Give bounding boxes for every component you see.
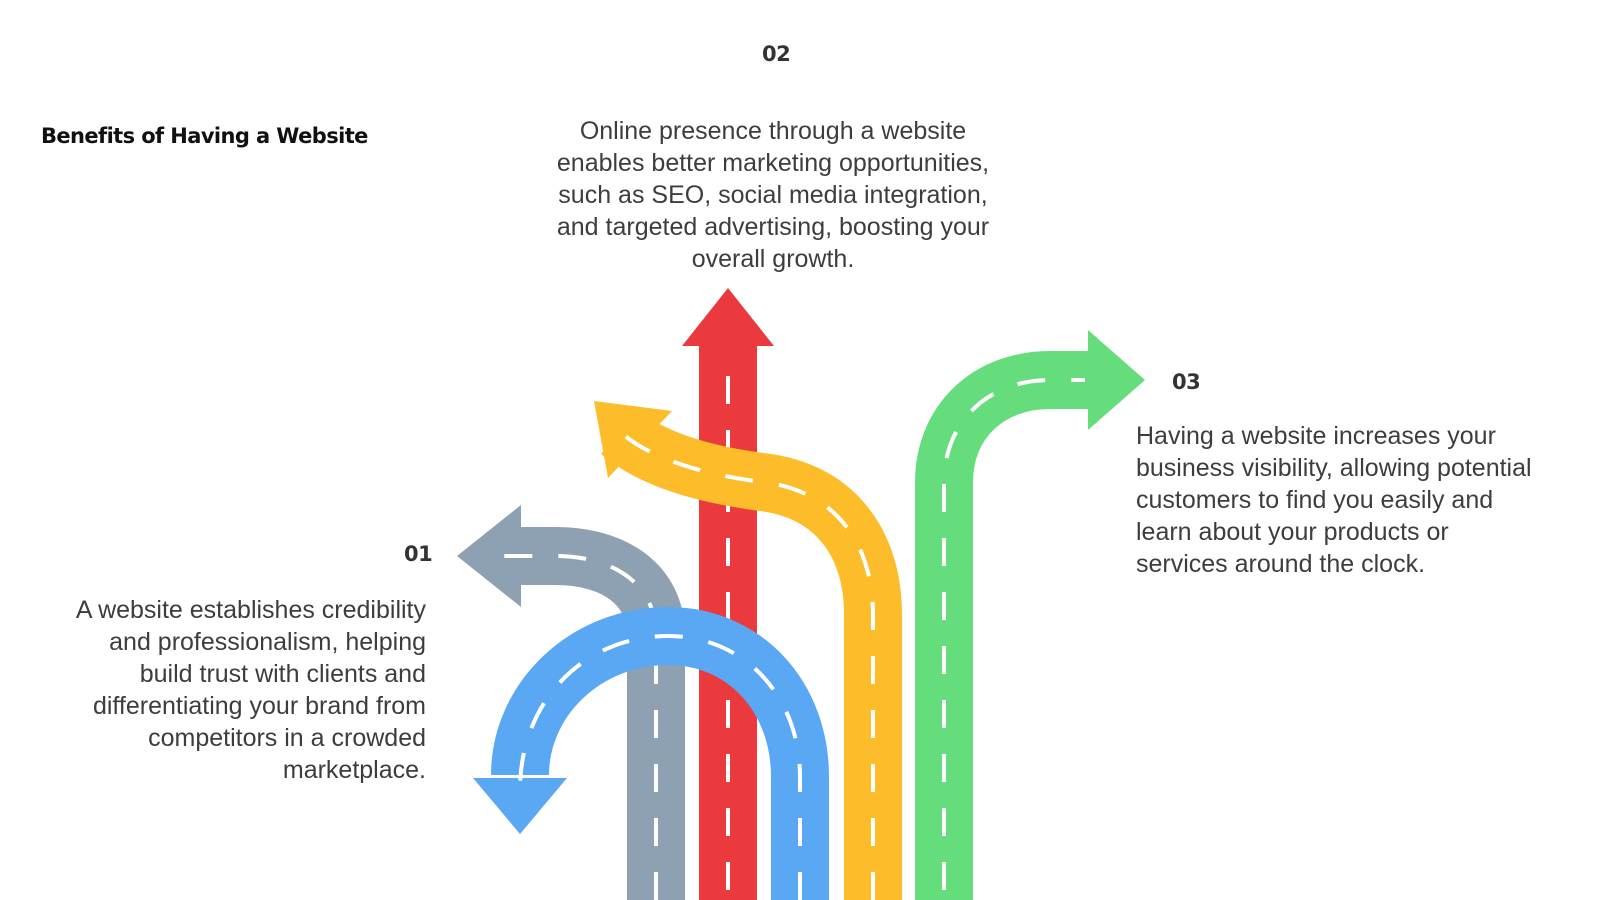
green-arrow-head [1088,330,1145,430]
step-number-01: 01 [404,542,433,566]
step-description-01: A website establishes credibility and pr… [75,596,426,784]
yellow-road-arrow [594,401,902,900]
step-description-03: Having a website increases your business… [1136,422,1532,578]
gray-arrow-head [457,505,521,607]
green-road-arrow [915,330,1145,900]
blue-arrow-head [473,778,567,834]
step-description-02: Online presence through a website enable… [556,117,990,273]
step-number-02: 02 [762,42,791,66]
red-arrow-head [682,288,774,346]
blue-road-arrow [473,606,829,900]
page-title: Benefits of Having a Website [41,124,368,148]
red-road-arrow [682,288,774,900]
step-number-03: 03 [1172,370,1201,394]
green-road [915,351,1090,900]
